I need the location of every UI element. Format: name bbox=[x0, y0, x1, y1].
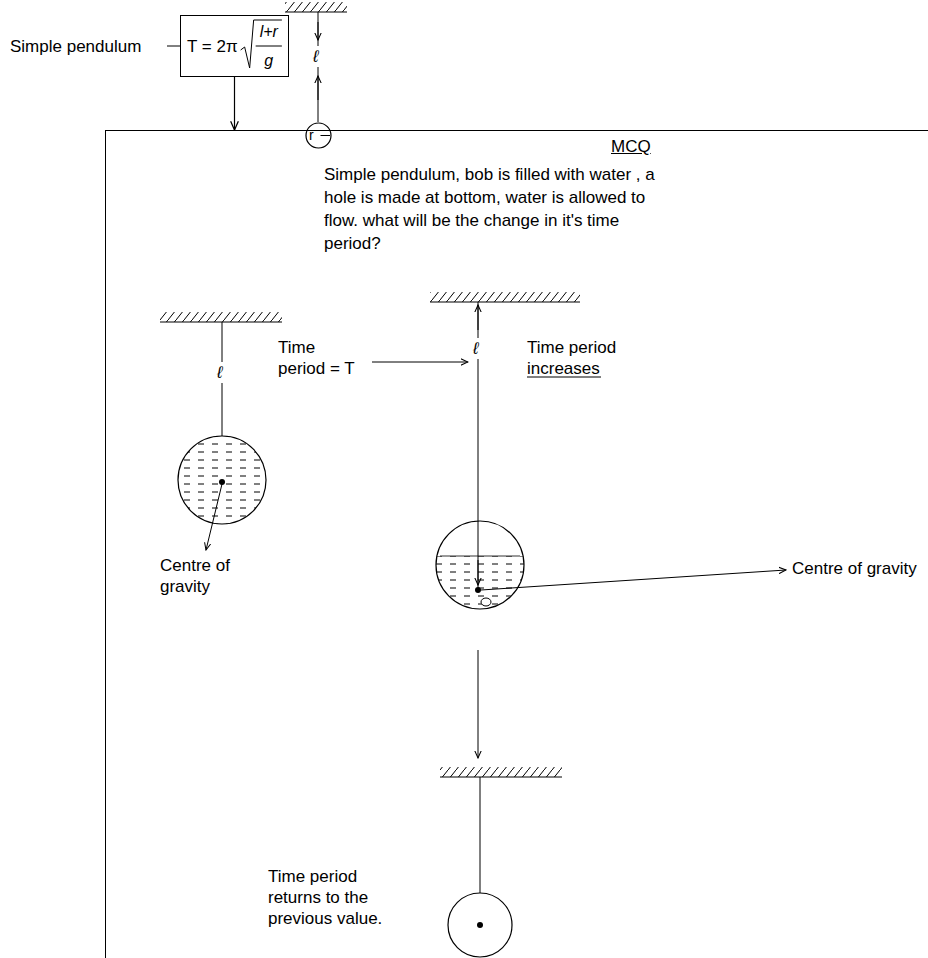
radius-line bbox=[321, 135, 331, 136]
callout-label: Centre of gravity bbox=[792, 558, 917, 579]
full-bob-pendulum bbox=[160, 312, 282, 550]
length-symbol: ℓ bbox=[215, 362, 225, 383]
mcq-panel: MCQ Simple pendulum, bob is filled with w… bbox=[105, 130, 928, 958]
node-text: g bbox=[264, 50, 273, 71]
node-text: Simple pendulum, bob is filled with wate… bbox=[324, 163, 674, 255]
leader-line bbox=[167, 46, 180, 47]
length-symbol: ℓ bbox=[311, 46, 321, 67]
empty-bob-pendulum bbox=[440, 767, 562, 957]
length-symbol: ℓ bbox=[471, 338, 481, 359]
flow-arrow bbox=[478, 650, 479, 758]
note-label: Time period increases bbox=[527, 337, 627, 379]
connector-arrow bbox=[234, 77, 235, 130]
node-text: MCQ bbox=[611, 136, 651, 157]
top-pendulum bbox=[285, 2, 347, 122]
root-sign bbox=[241, 20, 282, 68]
note-label: Time period returns to the previous valu… bbox=[268, 866, 413, 929]
bob-circle: r bbox=[305, 122, 332, 149]
formula-box: T = 2π l+r g bbox=[180, 15, 289, 77]
flow-arrow bbox=[372, 362, 468, 363]
bob-outline bbox=[306, 123, 331, 148]
node-text: r bbox=[309, 125, 314, 146]
node-text: T = 2π bbox=[187, 36, 238, 57]
half-bob-pendulum bbox=[420, 292, 786, 626]
callout-label: Centre of gravity bbox=[160, 555, 250, 597]
fraction-bar bbox=[256, 46, 282, 47]
note-label: Time period = T bbox=[278, 337, 366, 379]
node-text: l+r bbox=[260, 21, 278, 42]
title-label: Simple pendulum bbox=[10, 36, 141, 57]
